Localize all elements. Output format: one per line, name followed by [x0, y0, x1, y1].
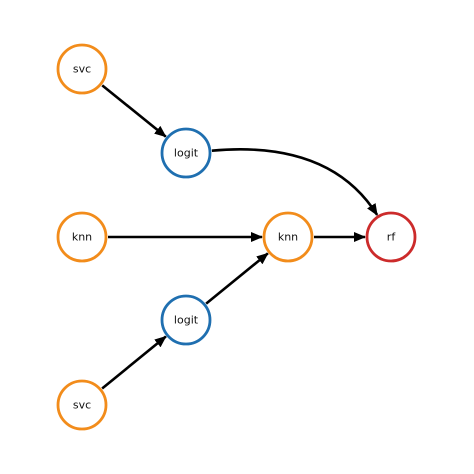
edge-logit_top-to-rf [211, 148, 379, 216]
node-label-knn_mid: knn [278, 231, 298, 244]
edge-svc_bottom-to-logit_bottom [101, 335, 167, 390]
node-knn_left: knn [56, 211, 108, 263]
node-label-svc_top: svc [73, 63, 91, 76]
nodes-layer: svc logit knn knn rf logit svc [56, 43, 417, 431]
edge-logit_bottom-to-knn_mid [205, 252, 269, 305]
node-knn_mid: knn [262, 211, 314, 263]
node-label-logit_top: logit [174, 147, 199, 160]
node-circle-logit_top [160, 127, 212, 179]
edges-layer [101, 84, 379, 390]
node-logit_bottom: logit [160, 294, 212, 346]
node-label-logit_bottom: logit [174, 314, 199, 327]
node-circle-logit_bottom [160, 294, 212, 346]
node-logit_top: logit [160, 127, 212, 179]
node-svc_top: svc [56, 43, 108, 95]
node-circle-svc_bottom [56, 379, 108, 431]
node-circle-svc_top [56, 43, 108, 95]
node-label-knn_left: knn [72, 231, 92, 244]
node-circle-knn_mid [262, 211, 314, 263]
node-circle-rf [365, 211, 417, 263]
node-label-svc_bottom: svc [73, 399, 91, 412]
node-label-rf: rf [387, 231, 397, 244]
node-circle-knn_left [56, 211, 108, 263]
node-svc_bottom: svc [56, 379, 108, 431]
edge-svc_top-to-logit_top [101, 84, 167, 138]
node-rf: rf [365, 211, 417, 263]
